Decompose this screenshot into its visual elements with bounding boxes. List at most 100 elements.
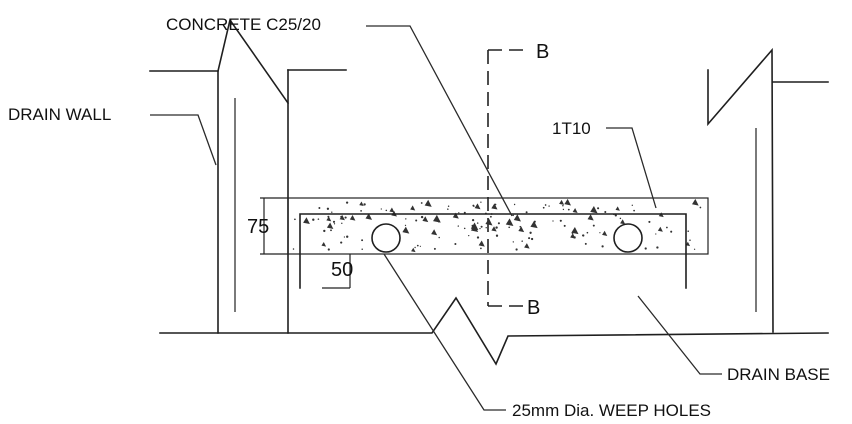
aggregate-speck <box>411 247 416 253</box>
aggregate-speck <box>530 220 538 229</box>
aggregate-speck <box>505 218 514 227</box>
aggregate-speck <box>476 222 479 224</box>
aggregate-speck <box>470 224 479 232</box>
aggregate-speck <box>689 239 691 242</box>
aggregate-speck <box>602 230 608 236</box>
section-label-top: B <box>536 41 549 63</box>
aggregate-speck <box>389 207 395 213</box>
aggregate-speck <box>457 225 459 227</box>
aggregate-speck <box>572 207 578 213</box>
aggregate-speck <box>363 203 366 206</box>
aggregate-speck <box>422 216 429 223</box>
aggregate-speck <box>599 232 601 234</box>
aggregate-speck <box>365 213 373 220</box>
aggregate-speck <box>508 226 511 229</box>
section-cut-line <box>487 49 524 307</box>
aggregate-speck <box>495 226 498 229</box>
aggregate-speck <box>480 201 482 203</box>
concrete-slab <box>287 197 709 255</box>
dimension-75 <box>260 197 288 255</box>
aggregate-speck <box>478 240 485 247</box>
aggregate-speck <box>693 248 696 250</box>
aggregate-speck <box>480 247 482 250</box>
aggregate-speck <box>471 218 475 222</box>
aggregate-speck <box>359 201 364 207</box>
aggregate-speck <box>346 235 349 238</box>
dimension-50 <box>322 254 351 289</box>
aggregate-speck <box>472 205 475 207</box>
aggregate-speck <box>563 224 566 227</box>
aggregate-speck <box>474 203 481 210</box>
aggregate-speck <box>326 216 332 222</box>
aggregate-speck <box>614 214 617 217</box>
aggregate-speck <box>380 208 382 210</box>
aggregate-speck <box>340 215 343 219</box>
aggregate-speck <box>340 241 343 244</box>
aggregate-speck <box>402 226 410 234</box>
aggregate-speck <box>570 233 576 239</box>
aggregate-speck <box>480 225 483 228</box>
aggregate-speck <box>438 236 440 239</box>
aggregate-speck <box>454 242 457 246</box>
aggregate-speck <box>476 236 480 239</box>
aggregate-speck <box>562 208 565 211</box>
aggregate-speck <box>530 237 534 241</box>
rebar-label: 1T10 <box>552 119 591 138</box>
aggregate-speck <box>620 219 626 225</box>
weep-hole-right <box>613 223 643 253</box>
left-drain-wall <box>149 18 347 334</box>
aggregate-speck <box>463 227 466 230</box>
aggregate-speck <box>615 206 620 211</box>
dimension-50-label: 50 <box>331 259 353 281</box>
aggregate-speck <box>687 230 689 232</box>
aggregate-speck <box>633 209 635 212</box>
aggregate-speck <box>312 218 315 221</box>
aggregate-speck <box>559 219 562 222</box>
aggregate-speck <box>332 220 336 223</box>
aggregate-speck <box>529 231 532 234</box>
aggregate-speck <box>317 218 320 220</box>
aggregate-speck <box>294 218 296 221</box>
aggregate-speck <box>489 215 492 218</box>
weep-holes-label: 25mm Dia. WEEP HOLES <box>512 401 711 420</box>
concrete-label: CONCRETE C25/20 <box>166 15 321 34</box>
weep-hole-left <box>371 223 401 253</box>
aggregate-speck <box>648 220 651 223</box>
aggregate-speck <box>619 217 622 220</box>
concrete-leader <box>366 25 513 217</box>
drain-base-leader <box>637 295 722 375</box>
aggregate-speck <box>552 220 554 222</box>
aggregate-speck <box>404 224 407 227</box>
aggregate-speck <box>485 218 493 226</box>
aggregate-speck <box>571 226 579 235</box>
rebar-1t10 <box>299 213 687 289</box>
aggregate-speck <box>548 205 550 207</box>
weep-holes-leader <box>383 253 506 411</box>
aggregate-speck <box>597 207 600 210</box>
aggregate-speck <box>452 212 459 219</box>
aggregate-speck <box>592 224 595 227</box>
aggregate-speck <box>433 247 436 250</box>
drain-wall-label: DRAIN WALL <box>8 105 111 124</box>
aggregate-speck <box>524 243 530 249</box>
aggregate-speck <box>513 214 521 222</box>
aggregate-speck <box>323 229 326 233</box>
aggregate-speck <box>471 224 474 227</box>
aggregate-speck <box>692 198 699 206</box>
aggregate-speck <box>584 242 587 245</box>
right-drain-wall <box>707 47 829 333</box>
aggregate-speck <box>699 206 702 209</box>
aggregate-speck <box>447 208 449 210</box>
aggregate-speck <box>333 223 336 225</box>
aggregate-speck <box>414 246 416 249</box>
aggregate-speck <box>341 222 343 225</box>
aggregate-speck <box>431 229 438 236</box>
aggregate-speck <box>485 227 487 229</box>
aggregate-speck <box>330 229 332 232</box>
aggregate-speck <box>419 245 421 247</box>
aggregate-speck <box>345 201 349 204</box>
aggregate-speck <box>326 222 334 229</box>
aggregate-speck <box>361 248 363 251</box>
aggregate-speck <box>360 210 362 212</box>
aggregate-speck <box>655 233 657 235</box>
